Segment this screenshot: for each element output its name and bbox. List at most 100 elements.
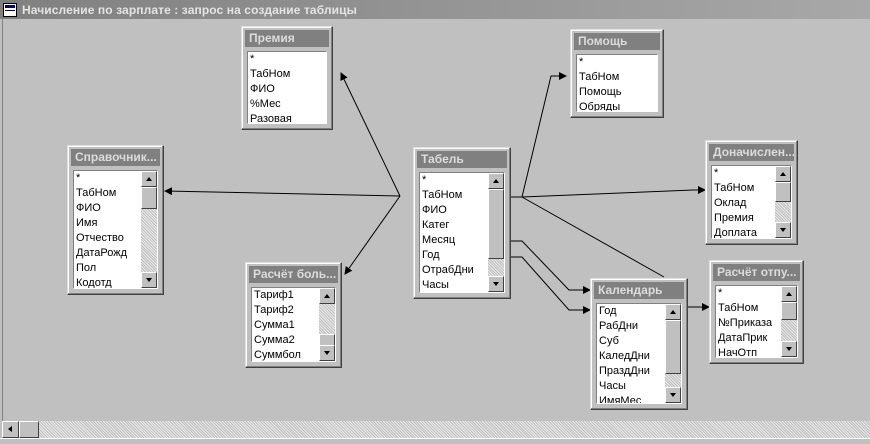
field-list[interactable]: * ТабНом ФИО Имя Отчество ДатаРожд Пол К… [73, 170, 158, 289]
field-item[interactable]: ТабНом [714, 182, 755, 194]
field-item[interactable]: Год [599, 305, 617, 317]
field-item[interactable]: ТабНом [250, 68, 291, 80]
field-item[interactable]: ТабНом [579, 71, 620, 83]
table-premia[interactable]: Премия * ТабНом ФИО %Мес Разовая [241, 26, 333, 130]
field-item[interactable]: Оклад [714, 197, 747, 209]
field-item[interactable]: ТабНом [422, 189, 463, 201]
scroll-up-button[interactable] [665, 304, 681, 320]
field-item[interactable]: КаледДни [599, 350, 650, 362]
field-item[interactable]: * [250, 53, 255, 65]
scroll-down-button[interactable] [775, 222, 791, 238]
scroll-up-button[interactable] [141, 171, 157, 187]
scroll-down-button[interactable] [488, 276, 504, 292]
scroll-thumb[interactable] [665, 320, 681, 374]
field-item[interactable]: Помощь [579, 86, 622, 98]
field-item[interactable]: Сумма2 [254, 334, 295, 346]
field-item[interactable]: %Мес [250, 98, 281, 110]
field-item[interactable]: Отчество [76, 232, 124, 244]
field-item[interactable]: ФИО [76, 202, 101, 214]
field-item[interactable]: * [579, 56, 584, 68]
field-item[interactable]: Тариф1 [254, 289, 294, 301]
scroll-up-button[interactable] [319, 288, 335, 304]
query-window-icon[interactable] [3, 2, 17, 17]
vertical-scrollbar[interactable] [775, 166, 791, 238]
field-item[interactable]: ИмяМес [599, 395, 642, 404]
field-item[interactable]: ДатаРожд [76, 247, 127, 259]
field-list[interactable]: * ТабНом ФИО %Мес Разовая [247, 51, 327, 124]
field-item[interactable]: Часы [422, 279, 449, 291]
field-item[interactable]: Премия [714, 212, 754, 224]
field-item[interactable]: * [76, 172, 81, 184]
table-tabel[interactable]: Табель * ТабНом ФИО Катег Месяц Год Отра… [413, 147, 511, 299]
query-design-canvas[interactable]: Премия * ТабНом ФИО %Мес Разовая Помощь … [2, 19, 870, 421]
table-title[interactable]: Помощь [574, 33, 660, 50]
scroll-thumb[interactable] [141, 187, 157, 209]
horizontal-scrollbar[interactable] [2, 421, 870, 438]
scroll-down-button[interactable] [319, 345, 335, 361]
vertical-scrollbar[interactable] [665, 304, 681, 403]
field-list[interactable]: Год РабДни Суб КаледДни ПраздДни Часы Им… [596, 303, 682, 404]
scroll-thumb[interactable] [488, 189, 504, 259]
field-item[interactable]: Разовая [250, 113, 292, 124]
field-item[interactable]: Часы [599, 380, 626, 392]
scroll-up-button[interactable] [781, 286, 797, 302]
field-item[interactable]: Пол [76, 262, 97, 274]
scroll-down-button[interactable] [665, 387, 681, 403]
field-item[interactable]: Год [422, 249, 440, 261]
window-title-bar[interactable]: Начисление по зарплате : запрос на созда… [0, 0, 870, 19]
table-spravochnik[interactable]: Справочник... * ТабНом ФИО Имя Отчество … [67, 145, 164, 295]
field-item[interactable]: ДатаПрик [718, 332, 768, 344]
table-title[interactable]: Расчёт отпу... [713, 264, 800, 281]
field-item[interactable]: ФИО [250, 83, 275, 95]
scroll-down-button[interactable] [781, 341, 797, 357]
field-item[interactable]: РабДни [599, 320, 639, 332]
scroll-thumb[interactable] [775, 182, 791, 202]
field-item[interactable]: Катег [422, 219, 450, 231]
scroll-up-button[interactable] [488, 173, 504, 189]
scroll-down-button[interactable] [141, 272, 157, 288]
field-list[interactable]: Тариф1 Тариф2 Сумма1 Сумма2 Суммбол [251, 287, 336, 362]
field-item[interactable]: НачОтп [718, 347, 758, 358]
table-title[interactable]: Справочник... [71, 149, 160, 166]
field-item[interactable]: Месяц [422, 234, 456, 246]
field-item[interactable]: ТабНом [718, 302, 759, 314]
table-pomosh[interactable]: Помощь * ТабНом Помощь Обряды [570, 29, 664, 118]
field-list[interactable]: * ТабНом №Приказа ДатаПрик НачОтп [715, 285, 798, 358]
field-item[interactable]: ТабНом [76, 187, 117, 199]
field-item[interactable]: ФИО [422, 204, 447, 216]
table-title[interactable]: Расчёт боль... [249, 266, 338, 283]
field-item[interactable]: №Приказа [718, 317, 773, 329]
table-raschet-bol[interactable]: Расчёт боль... Тариф1 Тариф2 Сумма1 Сумм… [245, 262, 342, 368]
field-item[interactable]: Кодотд [76, 277, 112, 289]
field-item[interactable]: ПраздДни [599, 365, 650, 377]
horizontal-scroll-thumb[interactable] [19, 421, 39, 438]
field-item[interactable]: Тариф2 [254, 304, 294, 316]
table-title[interactable]: Табель [417, 151, 507, 168]
field-item[interactable]: * [422, 174, 427, 186]
field-list[interactable]: * ТабНом ФИО Катег Месяц Год ОтрабДни Ча… [419, 172, 505, 293]
vertical-scrollbar[interactable] [319, 288, 335, 361]
table-raschet-otp[interactable]: Расчёт отпу... * ТабНом №Приказа ДатаПри… [709, 260, 804, 364]
vertical-scrollbar[interactable] [141, 171, 157, 288]
field-item[interactable]: Имя [76, 217, 98, 229]
field-item[interactable]: Суб [599, 335, 619, 347]
field-item[interactable]: ОтрабДни [422, 264, 474, 276]
table-title[interactable]: Премия [245, 30, 329, 47]
vertical-scrollbar[interactable] [488, 173, 504, 292]
vertical-scrollbar[interactable] [781, 286, 797, 357]
field-item[interactable]: Суммбол [254, 349, 301, 361]
field-list[interactable]: * ТабНом Оклад Премия Доплата [711, 165, 792, 239]
table-title[interactable]: Календарь [594, 282, 684, 299]
field-list[interactable]: * ТабНом Помощь Обряды [576, 54, 658, 112]
table-kalendar[interactable]: Календарь Год РабДни Суб КаледДни ПраздД… [590, 278, 688, 410]
table-title[interactable]: Доначислен... [709, 144, 794, 161]
scroll-up-button[interactable] [775, 166, 791, 182]
field-item[interactable]: * [718, 287, 723, 299]
table-donachislen[interactable]: Доначислен... * ТабНом Оклад Премия Допл… [705, 140, 798, 245]
scroll-left-button[interactable] [2, 421, 19, 438]
field-item[interactable]: * [714, 167, 719, 179]
field-item[interactable]: Сумма1 [254, 319, 295, 331]
field-item[interactable]: Обряды [579, 101, 621, 112]
scroll-thumb[interactable] [781, 302, 797, 320]
field-item[interactable]: Доплата [714, 227, 757, 239]
